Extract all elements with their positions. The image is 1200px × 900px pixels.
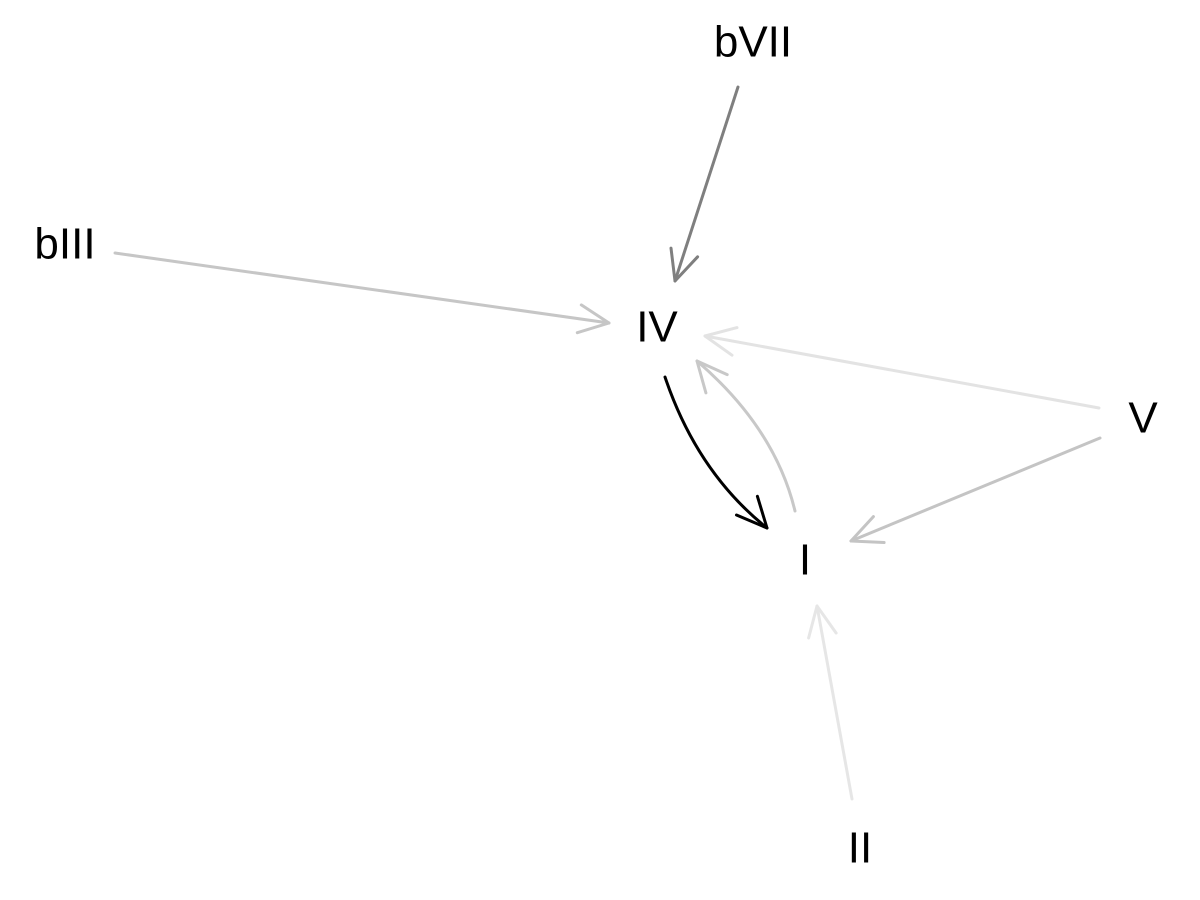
node-IV: IV: [636, 303, 678, 352]
edge-IV-to-I: [663, 375, 769, 530]
edge-bIII-to-IV: [113, 251, 611, 335]
arrowhead-icon: [575, 303, 611, 335]
arrowhead-icon: [735, 494, 769, 530]
node-bIII: bIII: [34, 220, 95, 269]
arrowhead-icon: [807, 604, 838, 640]
node-V: V: [1128, 394, 1158, 443]
edge-bVII-to-IV: [669, 85, 740, 283]
edge-V-to-I: [849, 436, 1102, 544]
edge-line: [815, 604, 854, 801]
arrowhead-icon: [695, 359, 729, 395]
edge-line: [113, 251, 611, 325]
node-I: I: [799, 536, 811, 585]
edge-line: [695, 359, 797, 513]
edge-line: [703, 334, 1101, 410]
edge-line: [849, 436, 1102, 543]
edge-line: [673, 85, 740, 283]
edge-II-to-I: [807, 604, 854, 801]
node-II: II: [848, 824, 872, 873]
edge-V-to-IV: [703, 326, 1101, 410]
arrowhead-icon: [849, 515, 886, 544]
arrowhead-icon: [669, 246, 700, 283]
edge-line: [663, 375, 769, 530]
edge-I-to-IV: [695, 359, 797, 513]
node-bVII: bVII: [714, 18, 792, 67]
edges: [113, 85, 1102, 801]
arrowhead-icon: [703, 326, 739, 357]
